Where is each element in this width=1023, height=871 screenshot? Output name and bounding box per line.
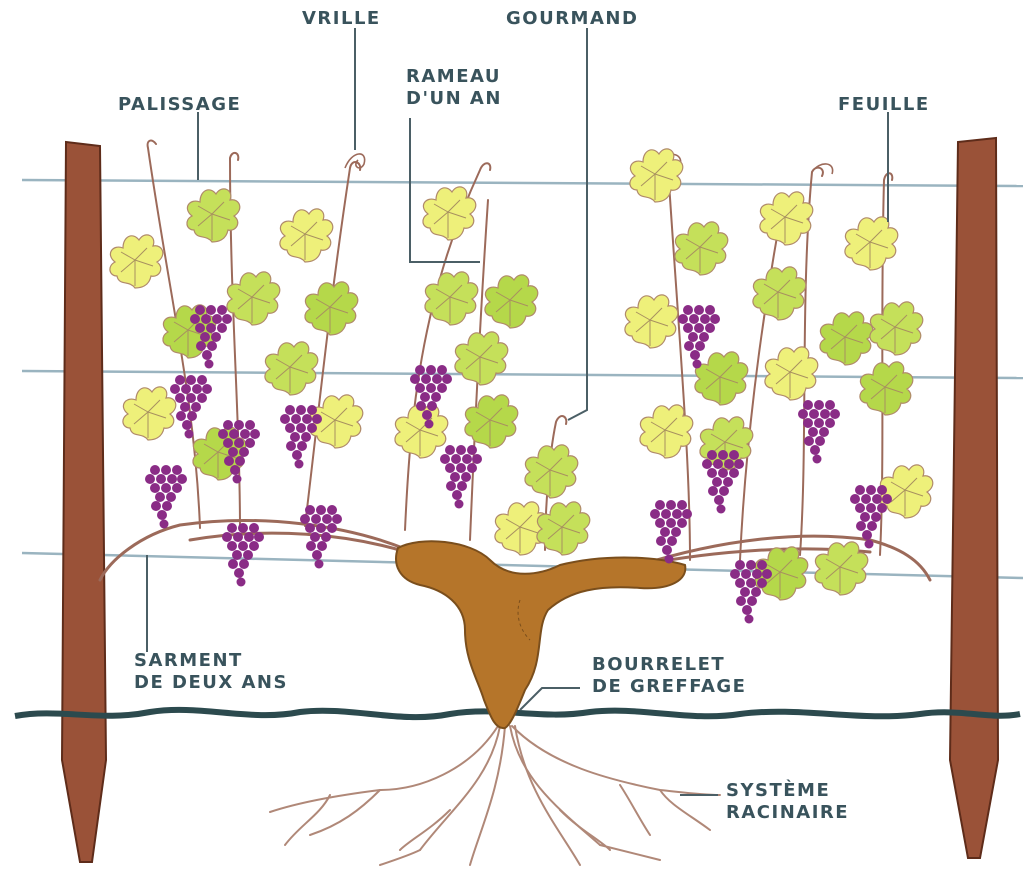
label-rameau-d-un-an: RAMEAU D'UN AN	[406, 66, 502, 110]
label-systeme-line-2: RACINAIRE	[726, 802, 849, 824]
root-system	[270, 726, 720, 865]
label-rameau-line-1: RAMEAU	[406, 66, 502, 88]
trunk	[396, 541, 685, 728]
label-sarment-line-1: SARMENT	[134, 650, 288, 672]
label-systeme-racinaire: SYSTÈME RACINAIRE	[726, 780, 849, 824]
label-bourrelet-de-greffage: BOURRELET DE GREFFAGE	[592, 654, 746, 698]
tendrils	[345, 154, 833, 174]
soil-line	[15, 710, 1020, 717]
label-vrille: VRILLE	[302, 8, 381, 30]
label-bourrelet-line-2: DE GREFFAGE	[592, 676, 746, 698]
label-gourmand: GOURMAND	[506, 8, 638, 30]
label-feuille: FEUILLE	[838, 94, 930, 116]
label-palissage: PALISSAGE	[118, 94, 241, 116]
label-sarment-line-2: DE DEUX ANS	[134, 672, 288, 694]
label-bourrelet-line-1: BOURRELET	[592, 654, 746, 676]
label-systeme-line-1: SYSTÈME	[726, 780, 849, 802]
right-post	[950, 138, 998, 858]
label-sarment-de-deux-ans: SARMENT DE DEUX ANS	[134, 650, 288, 694]
label-rameau-line-2: D'UN AN	[406, 88, 502, 110]
left-post	[62, 142, 106, 862]
